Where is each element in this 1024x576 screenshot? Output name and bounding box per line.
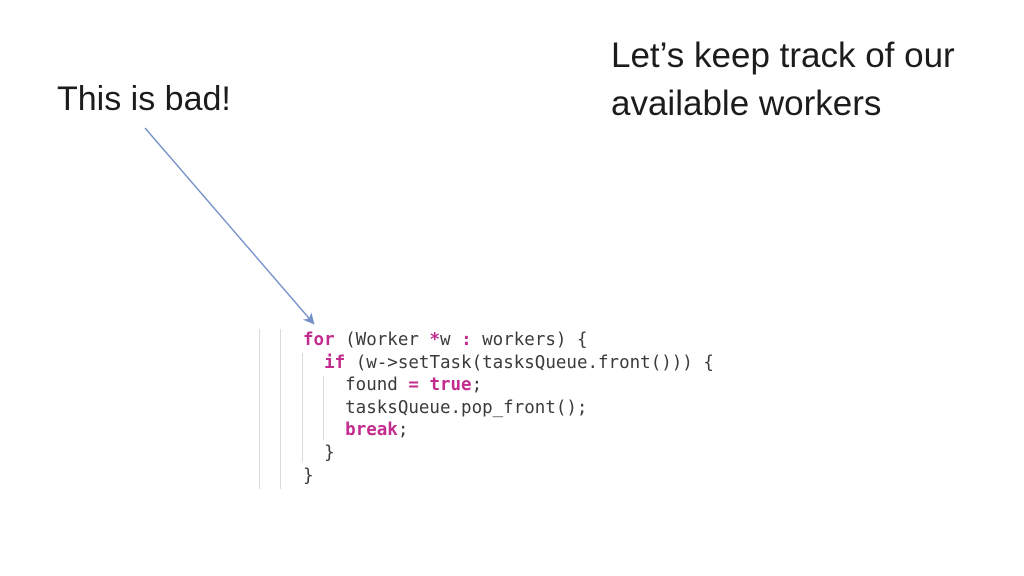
code-line: } xyxy=(303,442,714,465)
slide-title-line2: available workers xyxy=(611,84,882,123)
code-token: } xyxy=(303,465,314,486)
code-token: (w->setTask(tasksQueue.front())) { xyxy=(345,352,714,373)
arrow-line xyxy=(144,127,315,325)
code-token: found xyxy=(303,375,409,396)
code-token: tasksQueue.pop_front(); xyxy=(303,397,588,418)
code-token xyxy=(303,353,324,373)
code-snippet: for (Worker *w : workers) { if (w->setTa… xyxy=(303,329,714,487)
code-line: tasksQueue.pop_front(); xyxy=(303,397,714,420)
code-line: break; xyxy=(303,419,714,442)
code-line: for (Worker *w : workers) { xyxy=(303,329,714,352)
slide-title: Let’s keep track of our available worker… xyxy=(611,32,955,128)
code-token: break xyxy=(345,420,398,441)
code-token: = xyxy=(408,375,419,396)
indent-guide xyxy=(302,353,303,462)
code-token: (Worker xyxy=(334,330,430,350)
code-token: ; xyxy=(397,420,409,441)
code-line: } xyxy=(303,465,714,488)
code-token: * xyxy=(429,330,440,350)
code-token: workers) { xyxy=(471,330,588,350)
code-token: true xyxy=(429,375,472,396)
callout-text: This is bad! xyxy=(57,80,231,118)
code-line: found = true; xyxy=(303,374,714,397)
code-token: ; xyxy=(471,375,483,396)
code-line: if (w->setTask(tasksQueue.front())) { xyxy=(303,352,714,375)
code-token: w xyxy=(439,330,462,350)
indent-guide xyxy=(259,329,260,489)
code-token: } xyxy=(303,442,335,463)
indent-guide xyxy=(323,376,324,440)
code-token xyxy=(419,375,430,395)
indent-guide xyxy=(280,329,281,489)
code-token xyxy=(303,420,345,440)
code-token: if xyxy=(324,352,346,373)
code-token: : xyxy=(461,330,472,350)
code-token: for xyxy=(303,330,335,350)
slide-title-line1: Let’s keep track of our xyxy=(611,36,955,75)
